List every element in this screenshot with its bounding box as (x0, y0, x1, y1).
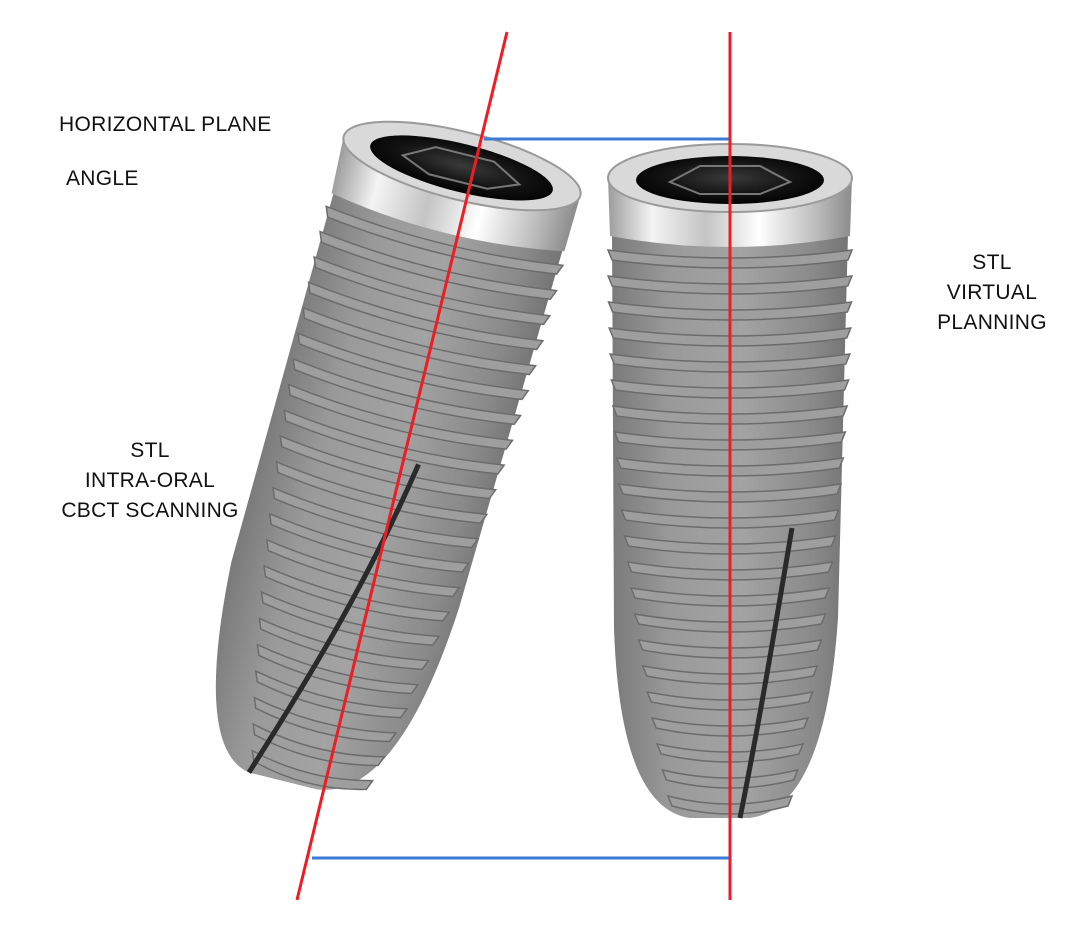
thread-ridge (307, 281, 545, 351)
thread-ridge (325, 205, 565, 275)
thread-ridge (258, 617, 430, 671)
implant-left-threads (251, 205, 565, 791)
thread-ridge (275, 460, 489, 524)
stl-intraoral-cbct-label: STL INTRA-ORAL CBCT SCANNING (60, 436, 240, 526)
axis-line-left-tilted (295, 31, 509, 901)
implant-left-intraoral-cbct (215, 120, 582, 791)
implant-left-hex-inner (400, 146, 522, 190)
thread-ridge (272, 486, 480, 549)
thread-ridge (313, 255, 552, 326)
thread-ridge (297, 332, 530, 401)
horizontal-plane-label: HORIZONTAL PLANE (59, 113, 272, 136)
stl-virtual-planning-label: STL VIRTUAL PLANNING (927, 248, 1057, 338)
thread-ridge (254, 669, 409, 719)
angle-label: ANGLE (66, 167, 139, 190)
thread-ridge (265, 538, 461, 598)
thread-ridge (319, 230, 558, 301)
thread-ridge (253, 696, 398, 743)
thread-ridge (279, 434, 498, 500)
thread-ridge (268, 512, 470, 573)
thread-ridge (256, 643, 420, 695)
thread-ridge (283, 409, 506, 475)
thread-ridge (263, 564, 451, 622)
thread-ridge (292, 357, 522, 426)
implant-left-groove (246, 463, 421, 774)
label-line: STL (972, 251, 1012, 274)
label-line: CBCT SCANNING (61, 499, 239, 522)
thread-ridge (252, 722, 386, 767)
thread-ridge (302, 306, 538, 376)
label-line: STL (130, 439, 170, 462)
label-line: PLANNING (937, 311, 1047, 334)
thread-ridge (287, 383, 514, 450)
thread-ridge (251, 749, 375, 791)
implant-right-hex-inner (667, 165, 793, 195)
label-line: VIRTUAL (946, 281, 1038, 304)
label-line: INTRA-ORAL (84, 469, 216, 492)
implant-right-groove (737, 527, 795, 819)
thread-ridge (260, 590, 441, 646)
